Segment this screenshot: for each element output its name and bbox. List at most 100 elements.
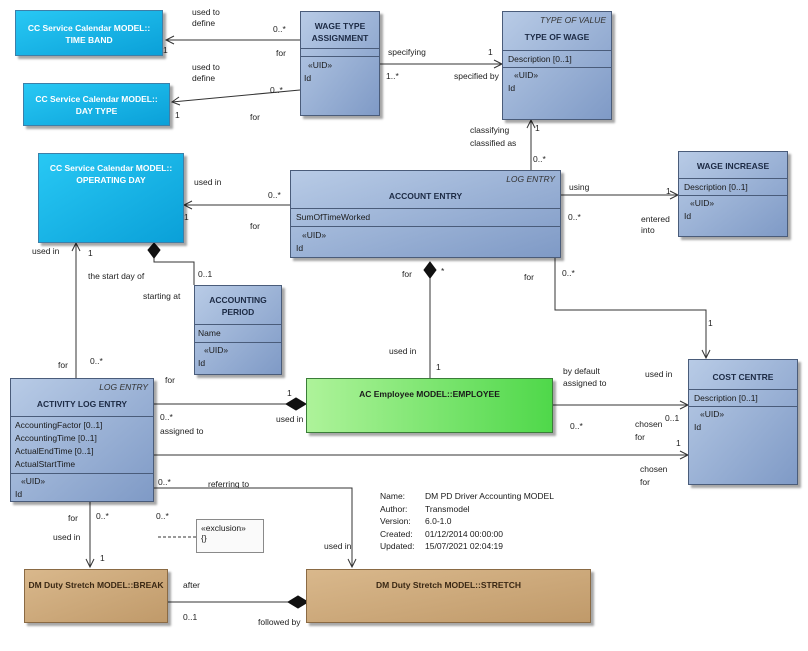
uid-stereotype: «UID» [700, 409, 725, 419]
role-label: for [402, 269, 412, 279]
class-operating-day[interactable]: CC Service Calendar MODEL:: OPERATING DA… [38, 153, 184, 243]
role-label: for [250, 221, 260, 231]
divider [291, 208, 560, 209]
class-wage-type-assignment[interactable]: WAGE TYPE ASSIGNMENT «UID» Id [300, 11, 380, 116]
divider [11, 416, 153, 417]
stereotype: LOG ENTRY [506, 174, 555, 184]
multiplicity: 1 [535, 123, 540, 133]
role-label: for [524, 272, 534, 282]
role-label: chosen for [635, 419, 663, 442]
role-label: used in [276, 414, 304, 424]
divider [689, 406, 797, 407]
role-label: referring to [208, 479, 250, 489]
multiplicity: 1 [436, 362, 441, 372]
role-label: after [183, 580, 201, 590]
link-od-period [153, 258, 195, 285]
arrow-head [170, 96, 181, 106]
multiplicity: 1 [287, 388, 292, 398]
metadata-row: Created: 01/12/2014 00:00:00 [380, 528, 554, 541]
class-day-type[interactable]: CC Service Calendar MODEL:: DAY TYPE [23, 83, 170, 126]
arrow-head [85, 558, 95, 569]
multiplicity: 0..* [90, 356, 103, 366]
multiplicity: 0..* [156, 511, 169, 521]
metadata-value: DM PD Driver Accounting MODEL [425, 491, 554, 501]
multiplicity: 0..* [268, 190, 281, 200]
multiplicity: 0..1 [198, 269, 213, 279]
multiplicity: * [441, 266, 445, 276]
divider [503, 50, 611, 51]
class-break[interactable]: DM Duty Stretch MODEL::BREAK [24, 569, 168, 623]
arrow-head [701, 349, 711, 360]
divider [679, 195, 787, 196]
multiplicity: 0..* [96, 511, 109, 521]
role-label: specifying [388, 47, 426, 57]
multiplicity: 1 [100, 553, 105, 563]
class-employee[interactable]: AC Employee MODEL::EMPLOYEE [306, 378, 553, 433]
note-stereotype: «exclusion» [201, 523, 246, 533]
class-title: TYPE OF WAGE [524, 32, 590, 42]
metadata-key: Updated: [380, 541, 415, 551]
id-attribute: Id [198, 358, 206, 368]
id-attribute: Id [15, 489, 23, 499]
metadata-row: Version:6.0-1.0 [380, 515, 554, 528]
role-label: for [68, 513, 78, 523]
role-label: classifying classified as [470, 125, 517, 148]
multiplicity: 1 [88, 248, 93, 258]
metadata-value: 01/12/2014 00:00:00 [425, 528, 503, 539]
attribute: SumOfTimeWorked [296, 212, 371, 222]
role-label: entered into [641, 214, 670, 235]
role-label: for [165, 375, 175, 385]
class-title: ACCOUNTING PERIOD [209, 295, 267, 317]
role-label: for [250, 112, 260, 122]
arrow-head [347, 558, 357, 569]
class-type-of-wage[interactable]: TYPE OF VALUE TYPE OF WAGE Description [… [502, 11, 612, 120]
metadata-value: Transmodel [425, 503, 470, 514]
role-label: using [569, 182, 590, 192]
class-title: COST CENTRE [712, 372, 774, 382]
class-title: AC Employee MODEL::EMPLOYEE [359, 389, 500, 399]
class-title: DM Duty Stretch MODEL::STRETCH [376, 580, 521, 590]
class-cost-centre[interactable]: COST CENTRE Description [0..1] «UID» Id [688, 359, 798, 485]
metadata-key: Name: [380, 491, 406, 501]
arrow-head [526, 118, 536, 129]
metadata-row: Author:Transmodel [380, 503, 554, 516]
id-attribute: Id [296, 243, 304, 253]
role-label: used in [645, 369, 673, 379]
divider [291, 226, 560, 227]
role-label: used in [324, 541, 352, 551]
multiplicity: 0..* [160, 412, 173, 422]
multiplicity: 1 [666, 186, 671, 196]
attribute: Name [198, 328, 221, 338]
composition-diamond [423, 261, 437, 279]
class-time-band[interactable]: CC Service Calendar MODEL:: TIME BAND [15, 10, 163, 56]
exclusion-note[interactable]: «exclusion» {} [196, 519, 264, 553]
class-title: WAGE TYPE ASSIGNMENT [311, 21, 369, 43]
multiplicity: 1 [184, 212, 189, 222]
class-activity-log-entry[interactable]: LOG ENTRY ACTIVITY LOG ENTRY AccountingF… [10, 378, 154, 502]
divider [301, 48, 379, 49]
attribute: Description [0..1] [684, 182, 748, 192]
multiplicity: 0..1 [183, 612, 198, 622]
class-accounting-period[interactable]: ACCOUNTING PERIOD Name «UID» Id [194, 285, 282, 375]
stereotype: TYPE OF VALUE [540, 15, 606, 25]
attribute: Description [0..1] [508, 54, 572, 64]
class-account-entry[interactable]: LOG ENTRY ACCOUNT ENTRY SumOfTimeWorked … [290, 170, 561, 258]
role-label: the start day of [88, 271, 145, 281]
class-wage-increase[interactable]: WAGE INCREASE Description [0..1] «UID» I… [678, 151, 788, 237]
composition-diamond [285, 397, 307, 411]
metadata-key: Created: [380, 528, 413, 539]
role-label: used in [53, 532, 81, 542]
multiplicity: 0..* [270, 85, 283, 95]
uid-stereotype: «UID» [514, 70, 539, 80]
arrow-head [71, 241, 81, 252]
multiplicity: 0..* [570, 421, 583, 431]
divider [689, 389, 797, 390]
class-stretch[interactable]: DM Duty Stretch MODEL::STRETCH [306, 569, 591, 623]
attribute: ActualEndTime [0..1] [15, 446, 94, 456]
class-title: ACTIVITY LOG ENTRY [36, 399, 128, 409]
multiplicity: 1 [175, 110, 180, 120]
class-title: WAGE INCREASE [696, 161, 770, 171]
uid-stereotype: «UID» [308, 60, 333, 70]
id-attribute: Id [684, 211, 692, 221]
